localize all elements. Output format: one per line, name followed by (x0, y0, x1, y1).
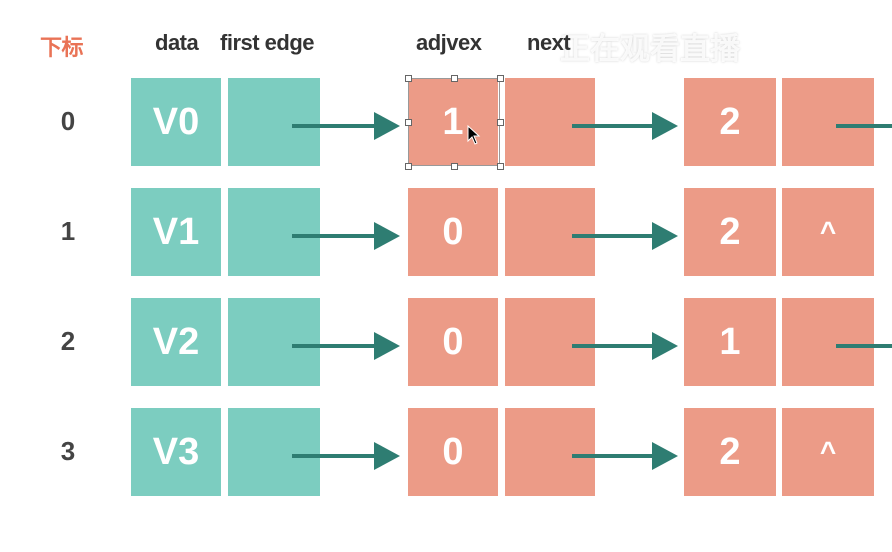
vertex-data-cell: V1 (131, 188, 221, 276)
edge-adjvex-cell: 0 (408, 408, 498, 496)
vertex-data-cell: V0 (131, 78, 221, 166)
resize-handle[interactable] (451, 75, 458, 82)
header-first-edge: first edge (220, 30, 315, 55)
edge-adjvex-cell: 2 (684, 408, 776, 496)
arrow-head (374, 332, 400, 360)
arrow-shaft (572, 234, 654, 238)
vertex-first-edge-cell (228, 78, 320, 166)
next-edge-arrow (572, 220, 678, 252)
edge-next-cell: ^ (782, 188, 874, 276)
resize-handle[interactable] (405, 163, 412, 170)
resize-handle[interactable] (497, 75, 504, 82)
arrow-head (652, 112, 678, 140)
first-edge-arrow (292, 110, 400, 142)
first-edge-arrow (292, 330, 400, 362)
arrow-head (374, 222, 400, 250)
next-edge-arrow (572, 330, 678, 362)
vertex-data-cell: V2 (131, 298, 221, 386)
edge-next-cell (782, 78, 874, 166)
vertex-data-cell: V3 (131, 408, 221, 496)
arrow-shaft (572, 454, 654, 458)
vertex-first-edge-cell (228, 298, 320, 386)
edge-adjvex-cell: 1 (684, 298, 776, 386)
edge-next-cell (505, 408, 595, 496)
arrow-head (374, 112, 400, 140)
edge-adjvex-cell: 2 (684, 188, 776, 276)
vertex-first-edge-cell (228, 408, 320, 496)
mouse-cursor-icon (467, 125, 481, 145)
resize-handle[interactable] (497, 163, 504, 170)
edge-next-cell (505, 298, 595, 386)
arrow-shaft (572, 344, 654, 348)
edge-next-cell (782, 298, 874, 386)
edge-adjvex-cell: 0 (408, 188, 498, 276)
first-edge-arrow (292, 440, 400, 472)
resize-handle[interactable] (405, 119, 412, 126)
arrow-shaft (292, 454, 376, 458)
arrow-shaft (572, 124, 654, 128)
resize-handle[interactable] (405, 75, 412, 82)
row-index: 3 (60, 436, 76, 466)
next-edge-arrow (572, 440, 678, 472)
arrow-head (652, 222, 678, 250)
arrow-head (374, 442, 400, 470)
edge-adjvex-cell: 0 (408, 298, 498, 386)
resize-handle[interactable] (497, 119, 504, 126)
edge-next-cell (505, 188, 595, 276)
header-next: next (527, 30, 571, 55)
watermark-text: 正在观看直播 (560, 33, 740, 66)
edge-adjvex-cell: 2 (684, 78, 776, 166)
header-data: data (155, 30, 199, 55)
selection-box[interactable] (408, 78, 500, 166)
edge-next-cell (505, 78, 595, 166)
arrow-shaft (292, 234, 376, 238)
vertex-first-edge-cell (228, 188, 320, 276)
edge-next-cell: ^ (782, 408, 874, 496)
continuation-line (836, 124, 892, 128)
row-index: 1 (60, 216, 76, 246)
next-edge-arrow (572, 110, 678, 142)
row-index: 2 (60, 326, 76, 356)
resize-handle[interactable] (451, 163, 458, 170)
header-index: 下标 (40, 35, 84, 60)
arrow-head (652, 332, 678, 360)
row-index: 0 (60, 106, 76, 136)
continuation-line (836, 344, 892, 348)
first-edge-arrow (292, 220, 400, 252)
arrow-shaft (292, 124, 376, 128)
arrow-head (652, 442, 678, 470)
arrow-shaft (292, 344, 376, 348)
header-adjvex: adjvex (416, 30, 482, 55)
edge-adjvex-cell: 1 (408, 78, 498, 166)
